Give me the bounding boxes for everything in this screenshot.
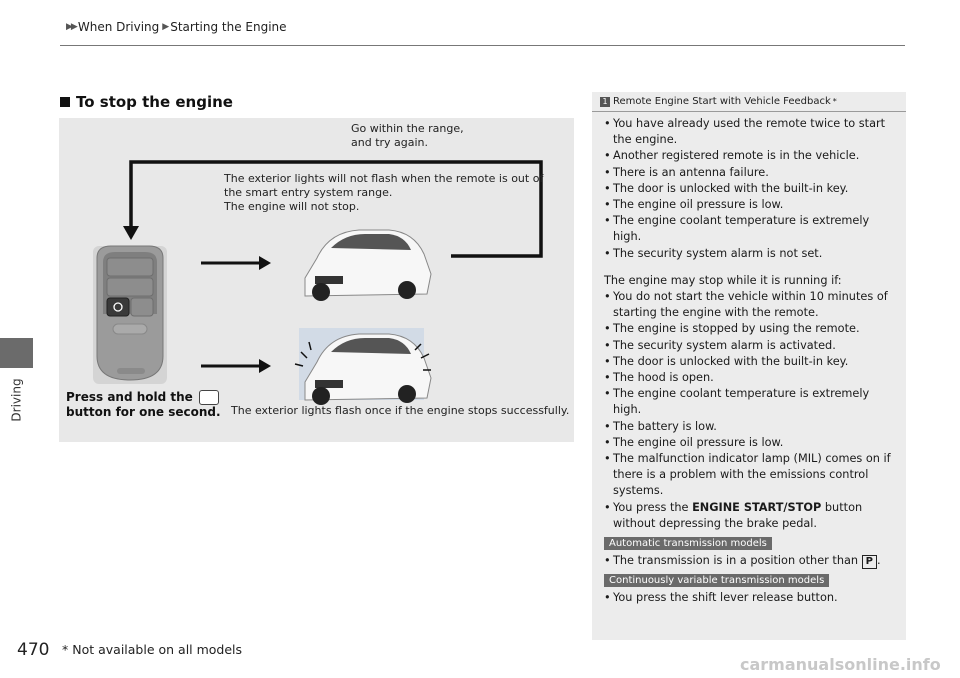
breadcrumb: ▶▶ When Driving ▶ Starting the Engine: [66, 20, 287, 34]
section-square-icon: [60, 97, 70, 107]
list-item: •The engine coolant temperature is extre…: [604, 214, 870, 244]
list-item: •The engine oil pressure is low.: [604, 435, 784, 449]
chapter-label: Driving: [10, 378, 25, 422]
double-arrow-icon: ▶▶: [66, 22, 78, 32]
list-item: •You press the ENGINE START/STOP button …: [604, 500, 863, 530]
loop-arrow-head: [123, 226, 139, 240]
arrow-icon: ▶: [162, 22, 169, 32]
list-item: •The door is unlocked with the built-in …: [604, 181, 849, 195]
list-item: •The security system alarm is activated.: [604, 338, 836, 352]
badge-cvt: Continuously variable transmission model…: [604, 574, 830, 588]
list-item: •The engine coolant temperature is extre…: [604, 387, 870, 417]
list-item: •The security system alarm is not set.: [604, 246, 823, 260]
section-title: To stop the engine: [60, 93, 233, 111]
chapter-tab: [0, 338, 33, 368]
breadcrumb-item-2: Starting the Engine: [170, 20, 287, 34]
notes-sidebar: 1 Remote Engine Start with Vehicle Feedb…: [592, 92, 906, 640]
badge-automatic-transmission: Automatic transmission models: [604, 537, 772, 551]
sidebar-body: •You have already used the remote twice …: [604, 116, 900, 606]
list-item: •The hood is open.: [604, 371, 714, 385]
list-item: •You have already used the remote twice …: [604, 117, 886, 147]
reference-heading: 1 Remote Engine Start with Vehicle Feedb…: [600, 96, 837, 107]
intro-text: The engine may stop while it is running …: [604, 273, 842, 287]
car-image-1: [304, 229, 432, 301]
list-item: •You do not start the vehicle within 10 …: [604, 290, 888, 320]
list-item: •The engine oil pressure is low.: [604, 198, 784, 212]
key-fob-image: [93, 245, 167, 384]
go-within-range-text: Go within the range, and try again.: [351, 122, 464, 149]
press-hold-instruction: Press and hold the button for one second…: [66, 390, 221, 419]
flash-once-text: The exterior lights flash once if the en…: [231, 404, 570, 417]
engine-stop-diagram: Go within the range, and try again. The …: [59, 118, 574, 442]
list-item: •The malfunction indicator lamp (MIL) co…: [604, 452, 891, 498]
loop-arrow: [129, 160, 543, 258]
watermark: carmanualsonline.info: [740, 655, 941, 674]
gear-p-indicator: P: [861, 555, 878, 570]
list-item: •The door is unlocked with the built-in …: [604, 354, 849, 368]
arrow-head-1: [259, 256, 271, 270]
arrow-head-2: [259, 359, 271, 373]
car-image-2: [294, 328, 432, 405]
sidebar-rule: [592, 111, 906, 112]
flash-lines-icon: [294, 341, 431, 371]
list-item: •The transmission is in a position other…: [604, 554, 881, 570]
footnote: * Not available on all models: [62, 642, 243, 657]
diagram-graphics: [93, 160, 543, 405]
list-item: •You press the shift lever release butto…: [604, 591, 838, 605]
breadcrumb-item-1: When Driving: [77, 20, 160, 34]
list-item: •Another registered remote is in the veh…: [604, 149, 860, 163]
list-item: •The battery is low.: [604, 419, 717, 433]
lights-not-flash-text: The exterior lights will not flash when …: [224, 172, 544, 213]
remote-start-button-icon: [199, 390, 219, 405]
page-number: 470: [17, 640, 50, 660]
list-item: •The engine is stopped by using the remo…: [604, 322, 860, 336]
header-rule: [60, 45, 905, 46]
reference-number: 1: [600, 96, 610, 107]
list-item: •There is an antenna failure.: [604, 165, 769, 179]
